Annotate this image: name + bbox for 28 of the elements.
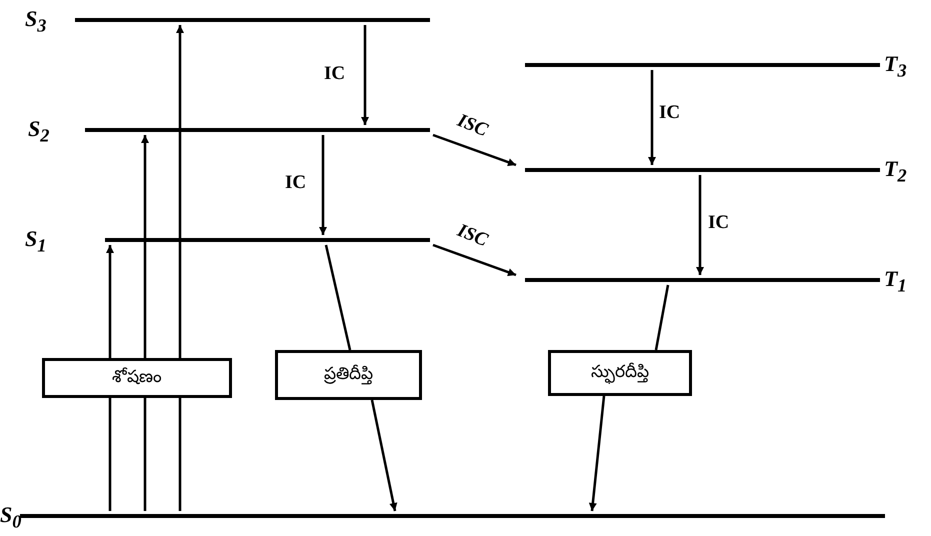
connector-line bbox=[324, 244, 352, 350]
connector-line bbox=[108, 398, 112, 511]
arrow bbox=[370, 400, 398, 512]
label-box: శోషణం bbox=[42, 358, 232, 398]
edge-label: ISC bbox=[453, 110, 492, 142]
connector-line bbox=[144, 398, 146, 511]
level-label: T$_{1}$ bbox=[884, 266, 907, 298]
connector-line bbox=[178, 398, 182, 511]
level-label: S$_{3}$ bbox=[25, 6, 46, 38]
arrow bbox=[319, 135, 327, 235]
arrow bbox=[588, 396, 606, 512]
level-label: T$_{2}$ bbox=[884, 156, 907, 188]
level-label: T$_{3}$ bbox=[884, 51, 907, 82]
level-label: S$_{0}$ bbox=[0, 502, 22, 534]
arrow bbox=[696, 175, 704, 275]
arrow bbox=[361, 25, 369, 125]
connector-line bbox=[654, 284, 670, 350]
edge-label: ISC bbox=[453, 220, 492, 252]
label-box: స్ఫురదీప్తి bbox=[548, 350, 692, 396]
arrow bbox=[176, 25, 184, 358]
arrow bbox=[106, 245, 114, 358]
level-label: S$_{2}$ bbox=[28, 116, 50, 148]
level-label: S$_{1}$ bbox=[25, 226, 46, 258]
label-box: ప్రతిదీప్తి bbox=[275, 350, 422, 400]
arrow bbox=[432, 134, 516, 166]
arrow bbox=[648, 70, 656, 165]
arrow bbox=[141, 135, 149, 358]
arrow bbox=[432, 244, 516, 276]
